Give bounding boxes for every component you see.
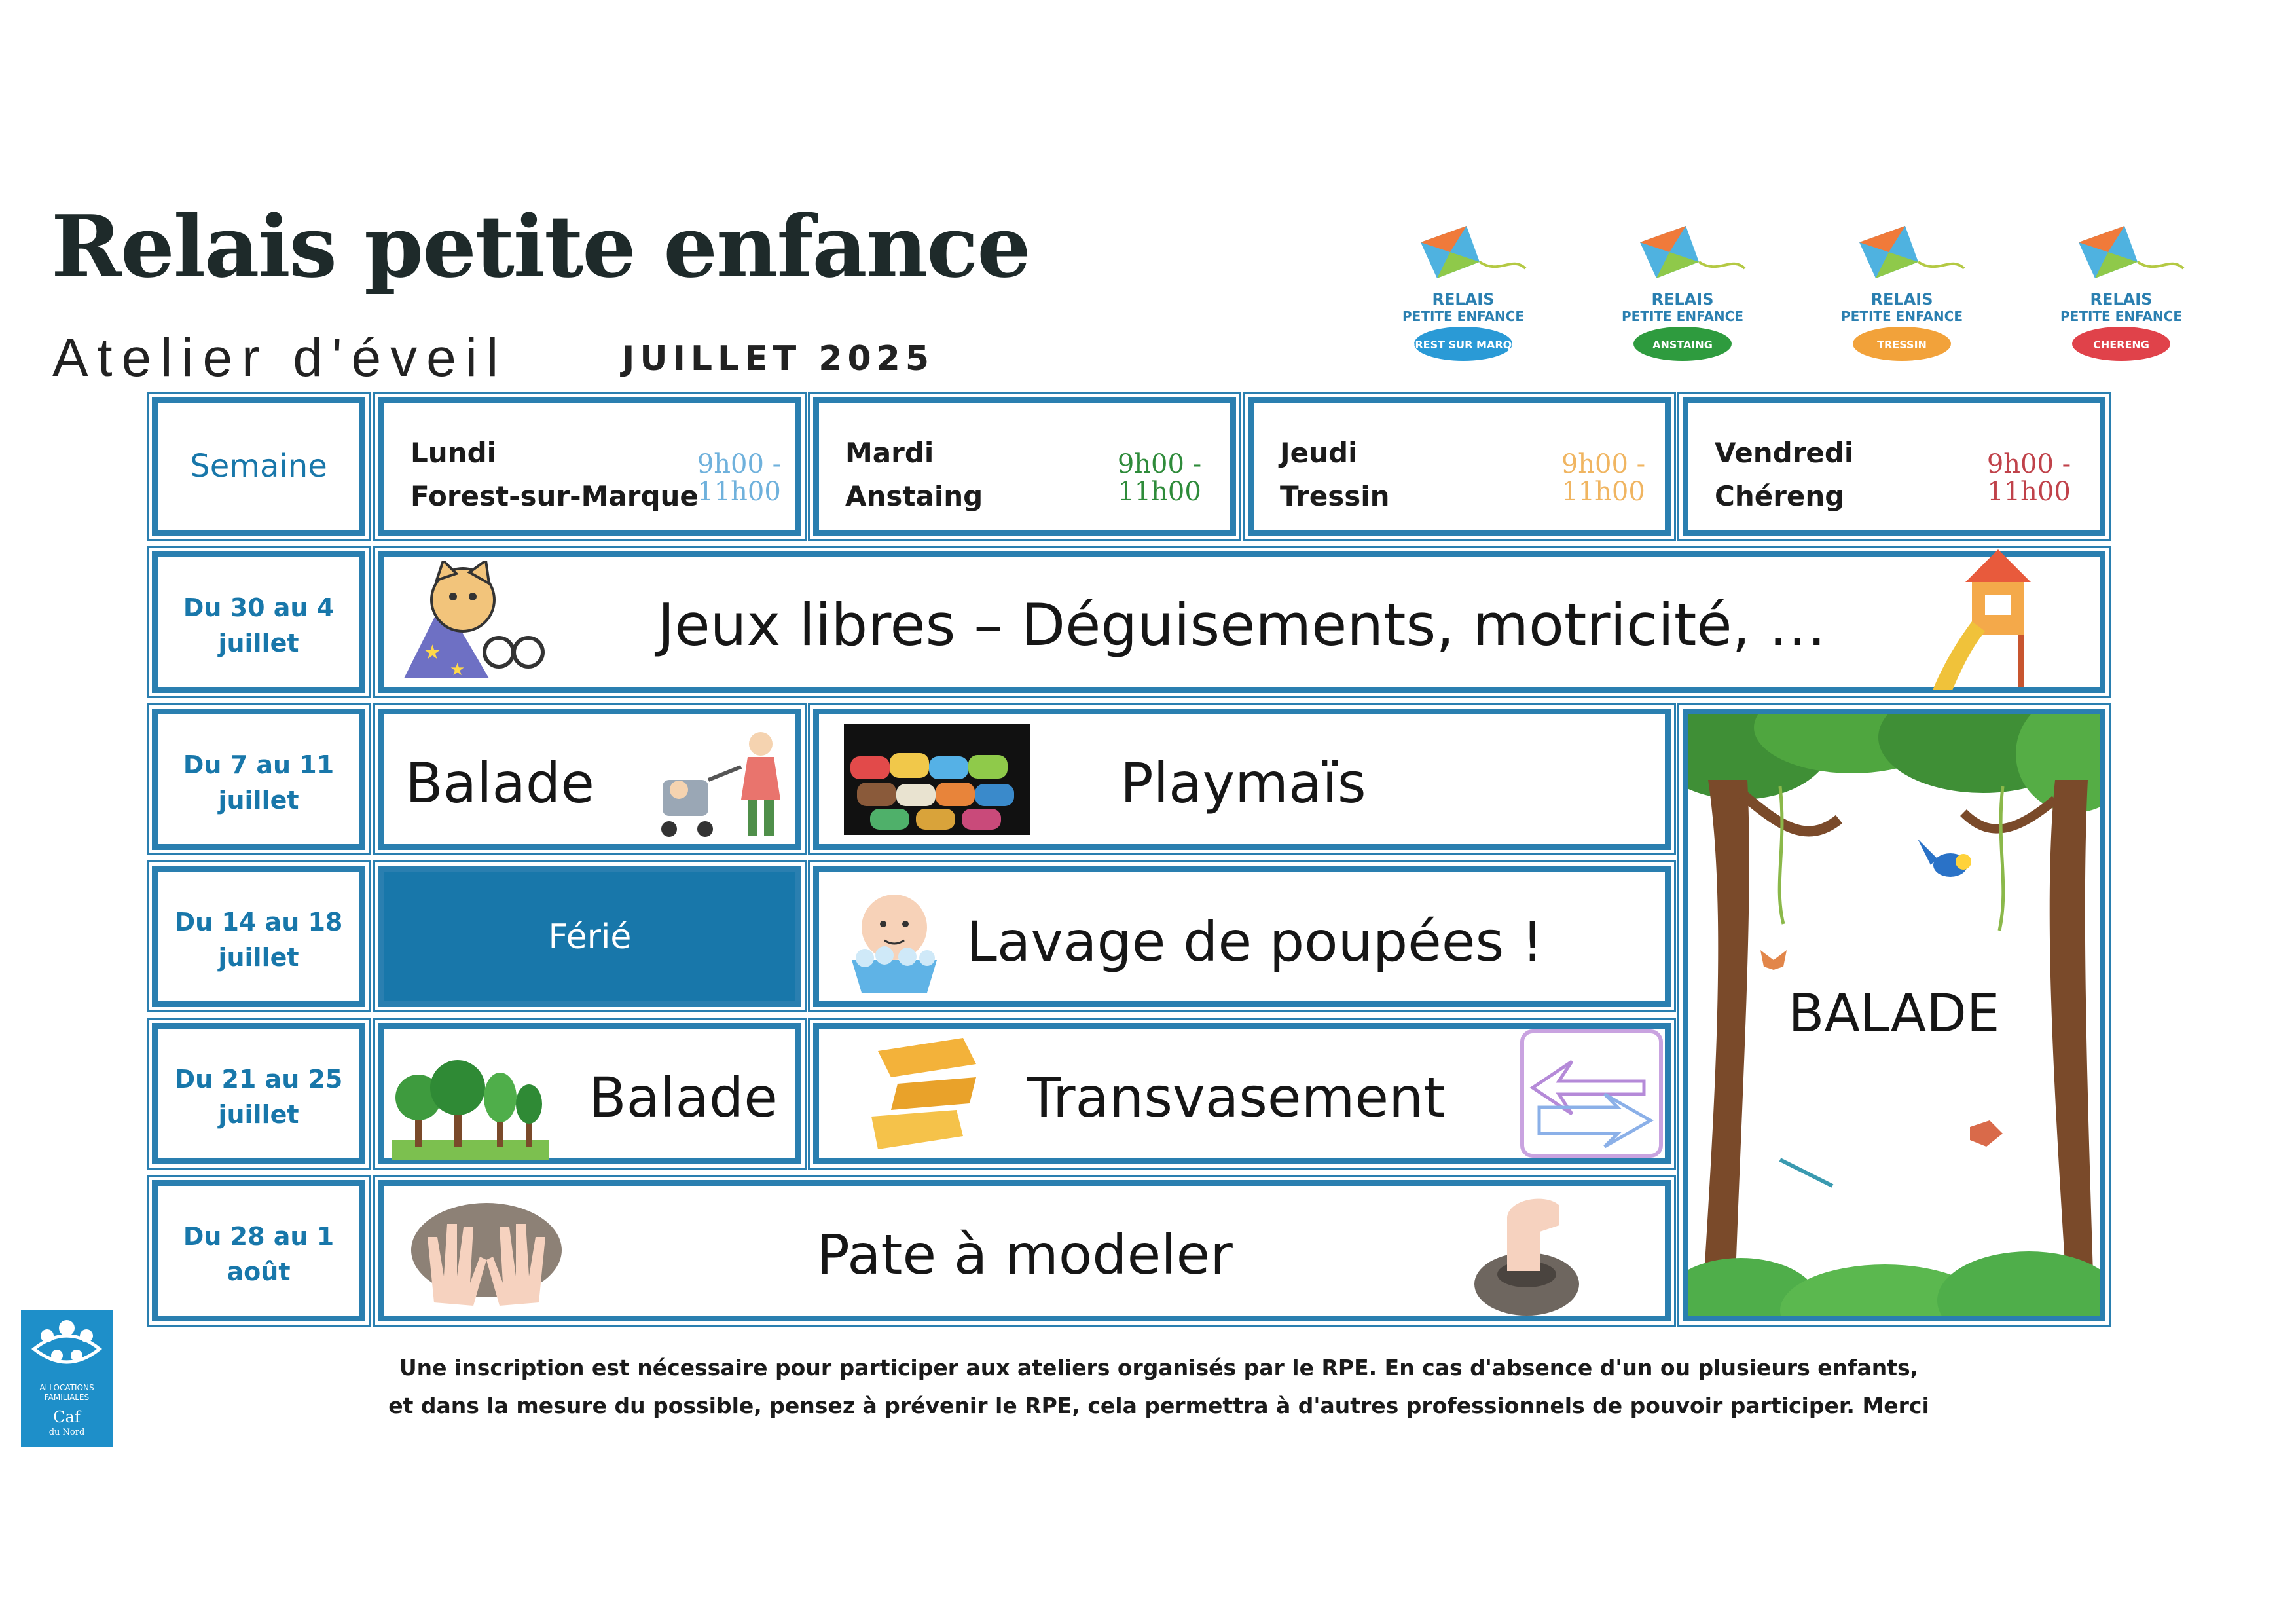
rpe-logo-anstaing: RELAIS PETITE ENFANCE ANSTAING: [1607, 216, 1758, 367]
playhouse-slide-icon: [1926, 549, 2083, 693]
week-cell-2: Du 7 au 11 juillet: [147, 703, 371, 855]
rpe-logo-chereng: RELAIS PETITE ENFANCE CHERENG: [2046, 216, 2196, 367]
day-header-vendredi: Vendredi Chéreng 9h00 - 11h00: [1677, 392, 2111, 541]
playdough-hands-icon: [408, 1198, 565, 1309]
baby-bath-icon: [845, 885, 943, 996]
logo-place: FOREST SUR MARQUE: [1399, 339, 1527, 351]
logo-place: CHERENG: [2093, 339, 2149, 351]
page-subtitle: Atelier d'éveil: [52, 328, 508, 388]
svg-text:★: ★: [424, 641, 441, 664]
caf-name: Caf: [53, 1408, 81, 1426]
activity-transvasement: Transvasement: [808, 1018, 1676, 1170]
transfer-arrows-icon: [1520, 1029, 1664, 1158]
activity-jeux-libres: ★ ★ Jeux libres – Déguisements, motricit…: [373, 546, 2111, 698]
wizard-cat-icon: ★ ★: [391, 561, 548, 685]
week-header-cell: Semaine: [147, 392, 371, 541]
activity-playmais: Playmaïs: [808, 703, 1676, 855]
activity-label: Pate à modeler: [816, 1223, 1233, 1287]
activity-label: Balade: [405, 751, 594, 815]
logo-line1: RELAIS: [2090, 290, 2153, 308]
hand-press-dough-icon: [1468, 1186, 1586, 1317]
day-name: Mardi: [845, 437, 934, 469]
activity-label: Playmaïs: [1120, 751, 1366, 815]
logo-place: ANSTAING: [1652, 339, 1713, 351]
week-range: Du 7 au 11: [183, 750, 335, 779]
logo-place: TRESSIN: [1877, 339, 1927, 351]
week-cell-5: Du 28 au 1 août: [147, 1175, 371, 1327]
activity-pate-a-modeler: Pate à modeler: [373, 1175, 1676, 1327]
page-title: Relais petite enfance: [51, 196, 1031, 297]
logo-line2: PETITE ENFANCE: [1402, 308, 1524, 324]
activity-balade-lundi-w2: Balade: [373, 703, 807, 855]
penne-pasta-icon: [865, 1038, 989, 1156]
week-month: juillet: [218, 629, 299, 657]
activity-balade-lundi-w4: Balade: [373, 1018, 807, 1170]
svg-text:★: ★: [450, 660, 465, 680]
day-header-jeudi: Jeudi Tressin 9h00 - 11h00: [1243, 392, 1676, 541]
week-range: Du 30 au 4: [183, 593, 335, 622]
week-month: juillet: [218, 786, 299, 815]
footer-line2: et dans la mesure du possible, pensez à …: [388, 1393, 1929, 1418]
activity-label: Balade: [589, 1065, 778, 1130]
activity-label: Lavage de poupées !: [966, 910, 1544, 974]
forest-scene-icon: [1688, 714, 2100, 1316]
logo-line2: PETITE ENFANCE: [1622, 308, 1743, 324]
trees-icon: [392, 1055, 549, 1160]
caf-region: du Nord: [48, 1428, 85, 1437]
logo-line1: RELAIS: [1652, 290, 1714, 308]
logo-line1: RELAIS: [1871, 290, 1933, 308]
day-time-start: 9h00 -: [1561, 449, 1646, 479]
holiday-label: Férié: [548, 917, 632, 957]
day-header-mardi: Mardi Anstaing 9h00 - 11h00: [808, 392, 1241, 541]
caf-family-icon: [31, 1320, 103, 1364]
logo-line1: RELAIS: [1432, 290, 1495, 308]
footer-note: Une inscription est nécessaire pour part…: [367, 1349, 1951, 1425]
week-range: Du 28 au 1: [183, 1222, 335, 1251]
week-range: Du 21 au 25: [174, 1065, 343, 1094]
week-range: Du 14 au 18: [174, 908, 343, 936]
day-time-end: 11h00: [697, 477, 781, 507]
day-time-start: 9h00 -: [1986, 449, 2071, 479]
footer-line1: Une inscription est nécessaire pour part…: [399, 1355, 1919, 1380]
week-cell-1: Du 30 au 4 juillet: [147, 546, 371, 698]
week-month: juillet: [218, 943, 299, 972]
day-place: Forest-sur-Marque: [410, 480, 699, 512]
day-name: Vendredi: [1715, 437, 1854, 469]
day-place: Tressin: [1280, 480, 1390, 512]
logo-line2: PETITE ENFANCE: [2060, 308, 2182, 324]
day-time-end: 11h00: [1987, 477, 2071, 507]
logo-line2: PETITE ENFANCE: [1841, 308, 1963, 324]
kite-icon: RELAIS PETITE ENFANCE TRESSIN: [1841, 226, 1965, 361]
kite-icon: RELAIS PETITE ENFANCE CHERENG: [2060, 226, 2185, 361]
day-time-start: 9h00 -: [697, 449, 782, 479]
week-header-label: Semaine: [190, 448, 327, 485]
day-header-lundi: Lundi Forest-sur-Marque 9h00 - 11h00: [373, 392, 807, 541]
week-month: août: [227, 1257, 291, 1286]
holiday-cell: Férié: [373, 860, 807, 1012]
activity-label: Transvasement: [1027, 1065, 1446, 1130]
rpe-logo-forest: RELAIS PETITE ENFANCE FOREST SUR MARQUE: [1388, 216, 1539, 367]
kite-icon: RELAIS PETITE ENFANCE ANSTAING: [1622, 226, 1746, 361]
day-time-end: 11h00: [1561, 477, 1645, 507]
activity-lavage-poupees: Lavage de poupées !: [808, 860, 1676, 1012]
stroller-walk-icon: [649, 728, 793, 842]
day-place: Chéreng: [1715, 480, 1845, 512]
activity-label: BALADE: [1788, 983, 2000, 1044]
rpe-logo-tressin: RELAIS PETITE ENFANCE TRESSIN: [1827, 216, 1977, 367]
playmais-photo-icon: [844, 724, 1030, 835]
kite-icon: RELAIS PETITE ENFANCE FOREST SUR MARQUE: [1399, 226, 1527, 361]
week-cell-3: Du 14 au 18 juillet: [147, 860, 371, 1012]
week-cell-4: Du 21 au 25 juillet: [147, 1018, 371, 1170]
week-month: juillet: [218, 1100, 299, 1129]
day-name: Jeudi: [1280, 437, 1358, 469]
day-time-start: 9h00 -: [1117, 449, 1202, 479]
day-place: Anstaing: [845, 480, 983, 512]
month-label: JUILLET 2025: [622, 339, 935, 378]
day-time-end: 11h00: [1118, 477, 1201, 507]
activity-balade-vendredi: BALADE: [1677, 703, 2111, 1327]
day-name: Lundi: [410, 437, 497, 469]
activity-label: Jeux libres – Déguisements, motricité, …: [657, 591, 1827, 659]
